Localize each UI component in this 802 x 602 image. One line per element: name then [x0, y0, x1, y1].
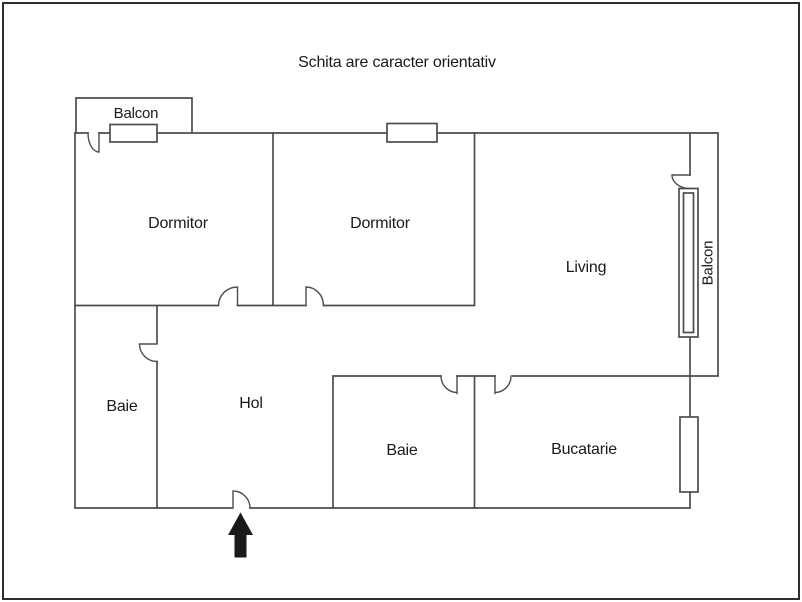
- window-bedroom1: [109, 123, 158, 143]
- plan-title: Schita are caracter orientativ: [298, 54, 496, 71]
- walls: [74, 97, 719, 509]
- room-labels: Balcon Dormitor Dormitor Living Balcon B…: [106, 105, 716, 459]
- label-balcony-right: Balcon: [700, 241, 717, 286]
- label-kitchen: Bucatarie: [551, 441, 617, 458]
- windows: [109, 122, 699, 493]
- label-bathroom1: Baie: [106, 398, 138, 415]
- door-swings: [87, 132, 691, 509]
- label-living: Living: [566, 259, 607, 276]
- label-balcony-top: Balcon: [114, 105, 159, 122]
- label-bedroom2: Dormitor: [350, 215, 411, 232]
- balcony-top-outline: [75, 97, 193, 134]
- outer-walls: [74, 132, 719, 509]
- window-bedroom2: [386, 122, 438, 143]
- inner-walls: [74, 132, 719, 509]
- window-kitchen: [679, 416, 699, 493]
- label-bathroom2: Baie: [386, 442, 418, 459]
- window-living-balcony-inner: [682, 192, 695, 334]
- label-hall: Hol: [239, 395, 262, 412]
- label-bedroom1: Dormitor: [148, 215, 209, 232]
- entrance-arrow: [228, 512, 253, 558]
